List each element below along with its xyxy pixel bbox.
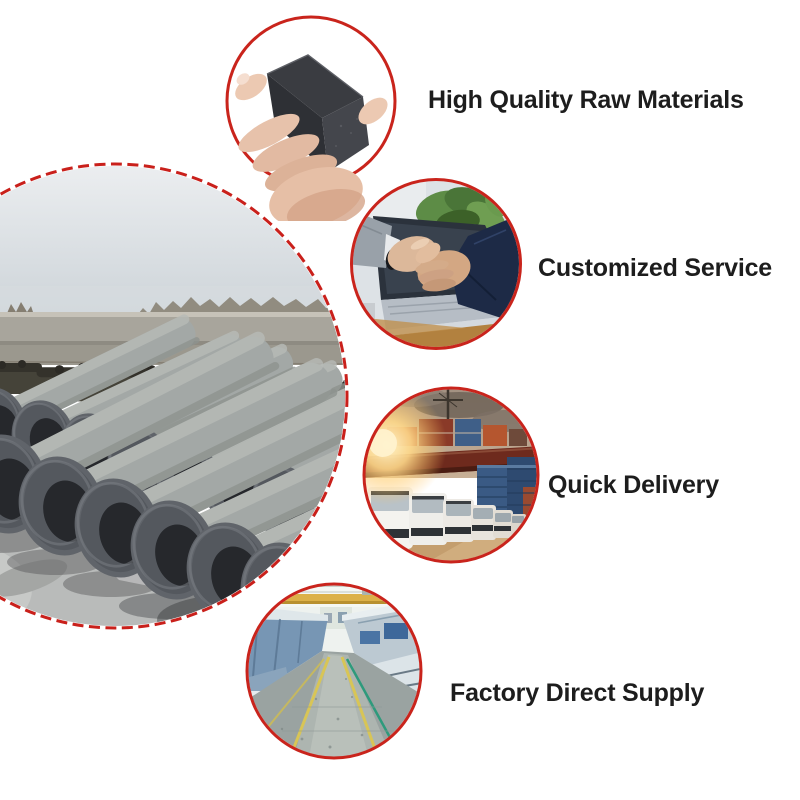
hero-dashed-ring [0,162,349,630]
hero-photo-graphite-stockyard [0,162,349,630]
feature-label-factory-supply: Factory Direct Supply [450,679,705,707]
feature-circle-customized-service [350,178,522,350]
feature-circle-raw-materials [225,15,397,221]
feature-label-raw-materials: High Quality Raw Materials [428,86,744,114]
feature-circle-quick-delivery [362,386,540,564]
feature-circle-factory-supply [245,582,423,760]
feature-label-customized-service: Customized Service [538,254,772,282]
feature-label-quick-delivery: Quick Delivery [548,471,719,499]
